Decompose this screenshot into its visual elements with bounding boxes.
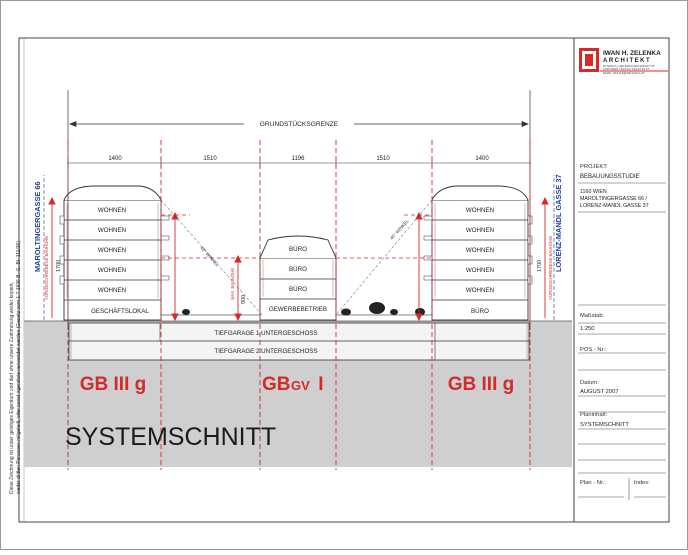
red-vertical-right: VORGESCHRIEBENE BAUHÖHE <box>548 236 553 300</box>
basement-2-label: TIEFGARAGE 2.UNTERGESCHOSS <box>214 348 317 355</box>
height-dashes <box>161 214 432 259</box>
architect-title: ARCHITEKT <box>603 58 651 64</box>
zone-left: GB III g <box>80 374 147 395</box>
dim-4: 1510 <box>376 156 390 162</box>
dim-2: 1510 <box>203 156 217 162</box>
zone-right: GB III g <box>448 374 515 395</box>
dim-3: 1196 <box>292 156 306 162</box>
projekt-label: PROJEKT: <box>580 164 608 170</box>
left-floor-6: GESCHÄFTSLOKAL <box>91 308 149 315</box>
address-3: LORENZ-MANDL GASSE 37 <box>580 203 649 209</box>
center-building <box>259 235 337 321</box>
plan-nr-label: Plan - Nr.: <box>580 480 606 486</box>
right-floor-3: WOHNEN <box>466 247 494 254</box>
basement-1-label: TIEFGARAGE 1.UNTERGESCHOSS <box>214 330 317 337</box>
right-floor-5: WOHNEN <box>466 287 494 294</box>
massstab-label: Maßstab: <box>580 313 605 319</box>
street-right: LORENZ-MANDL GASSE 37 <box>554 174 563 272</box>
right-floor-2: WOHNEN <box>466 227 494 234</box>
left-floor-1: WOHNEN <box>98 207 126 214</box>
architect-small-2: 1160 WIEN TEL/FAX 01/123 45 67 <box>603 67 650 71</box>
center-floor-1: BÜRO <box>289 246 307 253</box>
datum-value: AUGUST 2007 <box>580 389 619 395</box>
architect-logo <box>579 48 668 72</box>
basement <box>68 322 530 361</box>
zone-center-sub: GV <box>291 378 310 393</box>
architect-small-3: EMAIL OFFICE@ZELENKA.AT <box>603 71 645 75</box>
index-label: Index: <box>634 480 650 486</box>
left-floor-5: WOHNEN <box>98 287 126 294</box>
center-height-label: 900 <box>241 295 247 304</box>
architect-small-1: DI IWAN H. ZELENKA ARCHITEKT ZT <box>603 64 655 68</box>
zone-center-tail: I <box>313 374 324 395</box>
boundary-label: GRUNDSTÜCKSGRENZE <box>260 120 339 128</box>
center-floor-2: BÜRO <box>289 266 307 273</box>
zone-lines <box>67 140 531 470</box>
massstab-value: 1:250 <box>580 326 595 332</box>
right-floor-6: BÜRO <box>471 308 489 315</box>
boundary-label-bg <box>244 119 354 128</box>
datum-label: Datum: <box>580 380 599 386</box>
dim-1: 1400 <box>108 156 122 162</box>
planinhalt-label: Planinhalt: <box>580 412 607 418</box>
titleblock-lines <box>578 182 666 500</box>
center-floor-4: GEWERBEBETRIEB <box>269 306 327 313</box>
projekt-value: BEBAUUNGSSTUDIE <box>580 174 640 180</box>
angle-lines <box>160 199 433 316</box>
red-vertical-left: VORGESCHRIEBENE BAUHÖHE <box>44 236 49 300</box>
copyright-line-1: Diese Zeichnung ist unser geistiges Eige… <box>9 282 15 494</box>
left-floor-2: WOHNEN <box>98 227 126 234</box>
architect-name: IWAN H. ZELENKA <box>603 50 661 57</box>
address-2: MAROLTINGERGASSE 66 / <box>580 196 648 202</box>
center-floor-3: BÜRO <box>289 286 307 293</box>
pos-label: POS - Nr.: <box>580 347 607 353</box>
right-floor-4: WOHNEN <box>466 267 494 274</box>
right-height-label: 1700 <box>537 260 543 272</box>
street-left: MAROLTINGERGASSE 66 <box>33 181 42 272</box>
zone-center-main: GB <box>262 374 291 395</box>
left-height-label: 1700 <box>56 260 62 272</box>
right-floor-1: WOHNEN <box>466 207 494 214</box>
max-label: MAX. BAUHÖHE <box>230 268 235 300</box>
copyright-line-2: weder dritten Personen mitgeteilt, oder … <box>16 241 22 494</box>
left-floor-3: WOHNEN <box>98 247 126 254</box>
dim-5: 1400 <box>475 156 489 162</box>
left-floor-4: WOHNEN <box>98 267 126 274</box>
sheet-border <box>18 37 670 523</box>
address-1: 1160 WIEN <box>580 189 607 195</box>
planinhalt-value: SYSTEMSCHNITT <box>580 422 629 428</box>
drawing-title: SYSTEMSCHNITT <box>65 423 276 451</box>
